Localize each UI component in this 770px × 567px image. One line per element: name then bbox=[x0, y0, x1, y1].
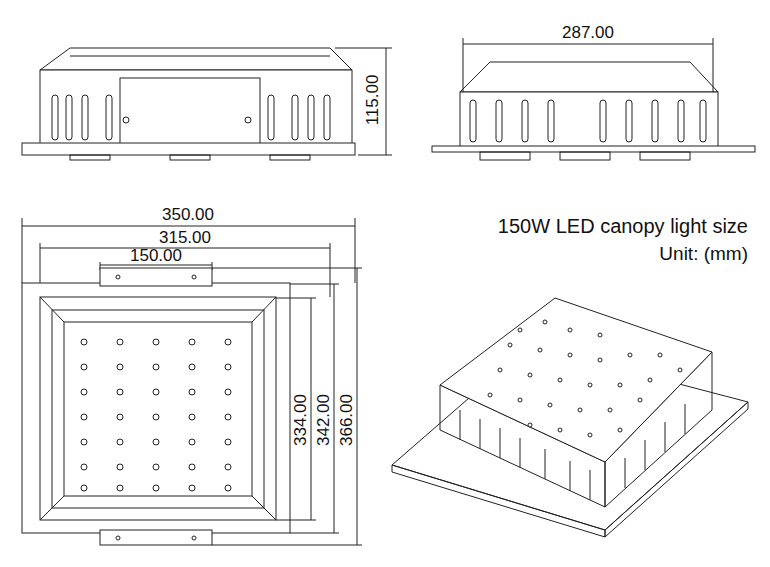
unit-note: Unit: (mm) bbox=[659, 244, 748, 263]
dimension-label: 334.00 bbox=[292, 394, 309, 446]
dimension-label: 287.00 bbox=[562, 24, 614, 41]
dimension-label: 150.00 bbox=[130, 247, 182, 264]
dimension-label: 366.00 bbox=[338, 394, 355, 446]
drawing-title: 150W LED canopy light size bbox=[498, 216, 748, 236]
dimension-label: 115.00 bbox=[364, 75, 381, 126]
dimension-label: 350.00 bbox=[162, 206, 214, 223]
dimension-label: 342.00 bbox=[315, 394, 332, 446]
dimension-label: 315.00 bbox=[159, 229, 211, 246]
